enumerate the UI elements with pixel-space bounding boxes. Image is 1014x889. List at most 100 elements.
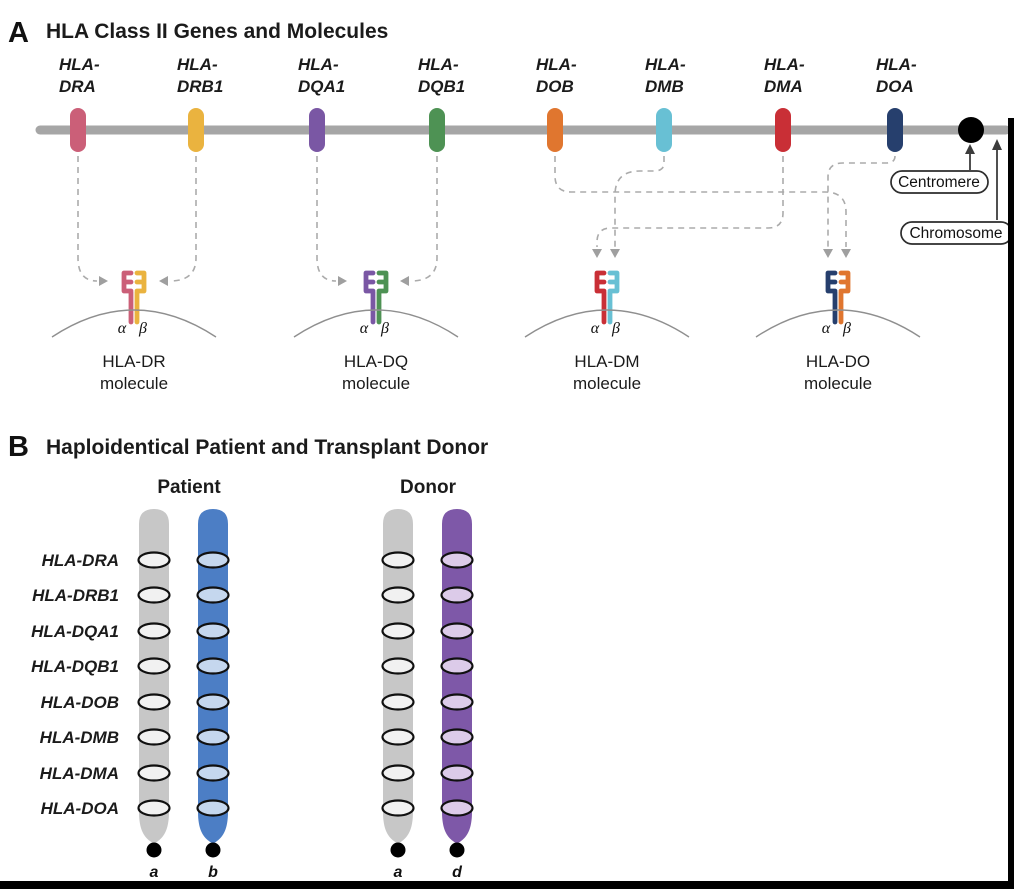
gene-label-name: DQB1	[418, 77, 465, 96]
gene-marker	[775, 108, 791, 152]
locus	[196, 728, 230, 746]
haplotype-letter: d	[452, 864, 463, 881]
gene-label-name: DOA	[876, 77, 914, 96]
alpha-chain-icon	[363, 270, 376, 325]
row-label: HLA-DOA	[41, 799, 119, 818]
locus	[440, 693, 474, 711]
beta-label: β	[611, 320, 620, 337]
gene-label-prefix: HLA-	[536, 55, 577, 74]
gene-dqb1: HLA- DQB1	[418, 55, 465, 152]
arrowhead-dqa1	[338, 276, 347, 286]
locus	[137, 586, 171, 604]
gene-label-name: DOB	[536, 77, 574, 96]
gene-dra: HLA- DRA	[59, 55, 100, 152]
connector-dra	[77, 156, 98, 282]
membrane-arc	[51, 309, 217, 338]
arrowhead-dmb	[610, 249, 620, 258]
panel-b-label: B	[8, 431, 29, 463]
beta-chain-icon	[134, 270, 147, 325]
arrowhead-doa	[823, 249, 833, 258]
locus	[196, 622, 230, 640]
connector-dqa1	[316, 156, 337, 282]
locus	[381, 551, 415, 569]
alpha-label: α	[360, 320, 369, 337]
molecule-word: molecule	[804, 374, 872, 393]
gene-label-name: DQA1	[298, 77, 345, 96]
panel-a: A HLA Class II Genes and Molecules HLA-	[8, 17, 1013, 393]
locus	[137, 551, 171, 569]
gene-dma: HLA- DMA	[764, 55, 805, 152]
gene-marker	[309, 108, 325, 152]
locus	[440, 764, 474, 782]
beta-chain-icon	[838, 270, 851, 325]
locus	[440, 586, 474, 604]
row-label: HLA-DMA	[40, 764, 119, 783]
centromere-callout: Centromere	[890, 144, 989, 194]
beta-chain-icon	[376, 270, 389, 325]
locus	[381, 586, 415, 604]
beta-label: β	[842, 320, 851, 337]
gene-dqa1: HLA- DQA1	[298, 55, 345, 152]
locus	[381, 764, 415, 782]
locus	[196, 586, 230, 604]
gene-dob: HLA- DOB	[536, 55, 577, 152]
locus	[440, 622, 474, 640]
gene-label-prefix: HLA-	[764, 55, 805, 74]
centromere-dot	[958, 117, 984, 143]
molecule-name: HLA-DM	[574, 352, 639, 371]
figure-border-right	[1008, 118, 1014, 889]
locus	[440, 799, 474, 817]
locus	[137, 693, 171, 711]
locus	[196, 551, 230, 569]
locus	[196, 657, 230, 675]
centromere-dot	[146, 842, 162, 858]
connector-dmb	[614, 156, 665, 247]
gene-label-prefix: HLA-	[876, 55, 917, 74]
beta-label: β	[138, 320, 147, 337]
centromere-tag-label: Centromere	[898, 174, 980, 191]
locus	[137, 728, 171, 746]
molecule-word: molecule	[342, 374, 410, 393]
panel-a-label: A	[8, 17, 29, 49]
connector-dqb1	[410, 156, 438, 282]
gene-label-prefix: HLA-	[418, 55, 459, 74]
panel-b: B Haploidentical Patient and Transplant …	[8, 431, 488, 881]
row-label: HLA-DOB	[41, 693, 119, 712]
row-label: HLA-DRB1	[32, 586, 119, 605]
connector-dob	[554, 156, 847, 247]
row-label: HLA-DRA	[42, 551, 119, 570]
chromosome-bar-patient-b: b	[196, 509, 230, 881]
figure-border-bottom	[0, 881, 1014, 889]
molecule-hla-dm: α β HLA-DM molecule	[524, 270, 690, 393]
gene-doa: HLA- DOA	[876, 55, 917, 152]
locus	[137, 764, 171, 782]
locus	[137, 799, 171, 817]
locus	[381, 728, 415, 746]
molecule-name: HLA-DQ	[344, 352, 408, 371]
locus	[196, 799, 230, 817]
gene-label-prefix: HLA-	[59, 55, 100, 74]
arrowhead-drb1	[159, 276, 168, 286]
arrowhead-dma	[592, 249, 602, 258]
locus	[381, 693, 415, 711]
locus	[381, 622, 415, 640]
molecule-hla-dr: α β HLA-DR molecule	[51, 270, 217, 393]
molecule-word: molecule	[573, 374, 641, 393]
beta-label: β	[380, 320, 389, 337]
molecule-name: HLA-DO	[806, 352, 870, 371]
connector-drb1	[169, 156, 197, 282]
centromere-dot	[390, 842, 406, 858]
membrane-arc	[524, 309, 690, 338]
locus	[381, 799, 415, 817]
arrowhead-dob	[841, 249, 851, 258]
gene-label-prefix: HLA-	[645, 55, 686, 74]
chromosome-bar-patient-a: a	[137, 509, 171, 881]
gene-marker	[70, 108, 86, 152]
chromosome-tag-label: Chromosome	[909, 225, 1002, 242]
row-label: HLA-DQA1	[31, 622, 119, 641]
gene-dmb: HLA- DMB	[645, 55, 686, 152]
centromere-dot	[205, 842, 221, 858]
alpha-chain-icon	[825, 270, 838, 325]
patient-header: Patient	[157, 477, 221, 498]
